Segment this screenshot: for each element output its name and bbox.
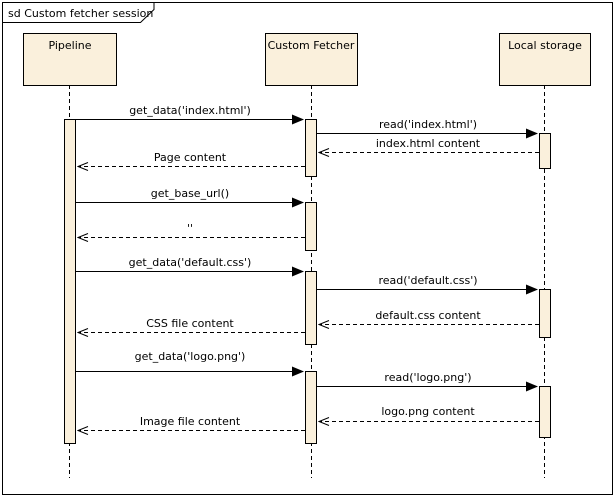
message-read-default-css: read('default.css') — [317, 274, 538, 295]
participant-pipeline: Pipeline — [23, 33, 117, 86]
activation-custom-fetcher-2 — [305, 202, 317, 251]
participant-local-storage: Local storage — [499, 33, 591, 86]
participant-name: Pipeline — [48, 39, 91, 52]
message-label: Image file content — [140, 415, 241, 428]
message-get-data-default-css: get_data('default.css') — [76, 256, 304, 277]
message-label: CSS file content — [146, 317, 234, 330]
message-label: read('logo.png') — [384, 371, 471, 384]
message-logo-png-content: logo.png content — [319, 405, 539, 422]
message-image-file-content: Image file content — [78, 415, 305, 431]
participant-name: Custom Fetcher — [268, 39, 355, 52]
message-default-css-content: default.css content — [319, 309, 539, 325]
message-page-content: Page content — [78, 151, 305, 167]
activation-pipeline — [64, 119, 76, 444]
activation-custom-fetcher-1 — [305, 119, 317, 177]
message-label: logo.png content — [381, 405, 475, 418]
frame-title: sd Custom fetcher session — [8, 7, 153, 20]
message-index-html-content: index.html content — [319, 137, 539, 153]
message-label: get_data('default.css') — [129, 256, 252, 269]
participant-box — [23, 33, 117, 86]
activation-local-storage-1 — [539, 133, 551, 169]
participant-box — [265, 33, 358, 86]
message-get-data-logo-png: get_data('logo.png') — [76, 350, 304, 377]
message-label: get_data('logo.png') — [135, 350, 246, 363]
frame-border — [2, 2, 613, 495]
activation-local-storage-2 — [539, 289, 551, 338]
message-get-data-index-html: get_data('index.html') — [76, 104, 304, 125]
activation-custom-fetcher-4 — [305, 371, 317, 444]
message-read-index-html: read('index.html') — [317, 118, 538, 139]
message-read-logo-png: read('logo.png') — [317, 371, 538, 392]
message-label: default.css content — [375, 309, 481, 322]
activation-custom-fetcher-3 — [305, 271, 317, 345]
participant-box — [499, 33, 591, 86]
message-label: get_base_url() — [151, 187, 229, 200]
participant-name: Local storage — [508, 39, 582, 52]
message-label: index.html content — [376, 137, 481, 150]
message-label: '' — [187, 222, 193, 235]
messages: get_data('index.html') read('index.html'… — [76, 104, 539, 431]
frame-title-tab — [2, 2, 155, 23]
message-label: read('default.css') — [378, 274, 477, 287]
message-label: read('index.html') — [379, 118, 477, 131]
message-empty-string-return: '' — [78, 222, 305, 238]
message-get-base-url: get_base_url() — [76, 187, 304, 208]
diagram-frame: sd Custom fetcher session — [2, 2, 613, 495]
activation-local-storage-3 — [539, 386, 551, 438]
message-css-file-content: CSS file content — [78, 317, 305, 333]
message-label: Page content — [154, 151, 227, 164]
activation-bars — [64, 119, 551, 444]
message-label: get_data('index.html') — [129, 104, 251, 117]
participant-custom-fetcher: Custom Fetcher — [265, 33, 358, 86]
